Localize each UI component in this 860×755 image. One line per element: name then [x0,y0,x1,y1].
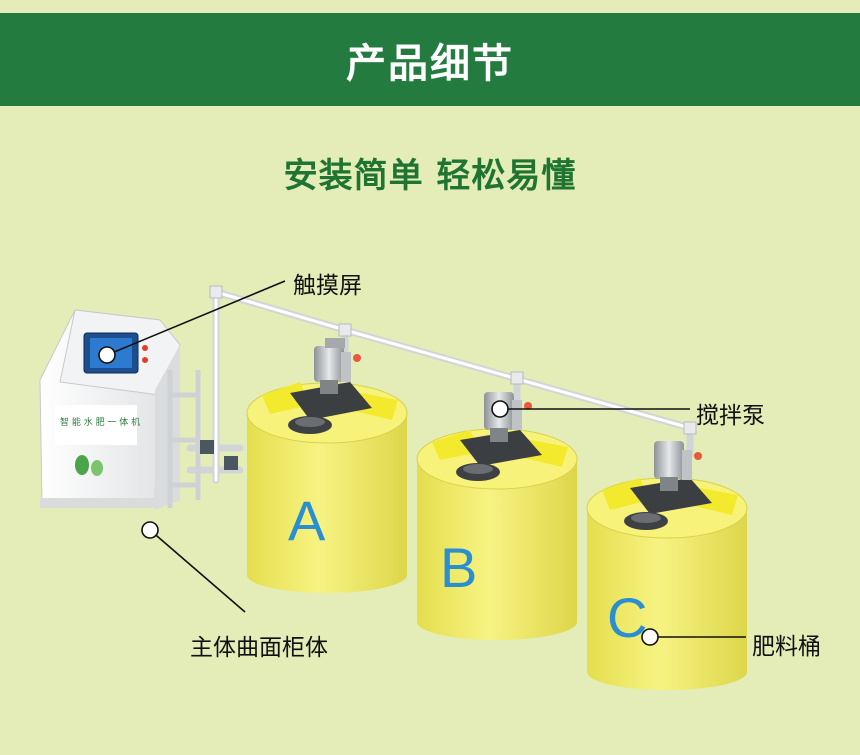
mixer-marker [491,400,509,418]
bucket-marker [641,628,659,646]
callout-mixer-pump: 搅拌泵 [696,403,765,429]
callout-lines [106,280,746,638]
pipe-joint [683,421,697,435]
tank-b [416,392,578,640]
tank-letter-a: A [288,489,326,552]
tank-letter-b: B [440,536,477,599]
valve [224,456,238,470]
pipe-joint [209,285,223,299]
pipe-joint [510,371,524,385]
page-title: 产品细节 [346,40,514,87]
tank-a [246,338,408,593]
callout-fertilizer-bucket: 肥料桶 [752,634,821,660]
valve [200,440,214,454]
callout-touchscreen: 触摸屏 [293,273,362,299]
tank-c [586,441,748,690]
touchscreen-marker [98,346,116,364]
callout-main-cabinet: 主体曲面柜体 [190,635,328,661]
subtitle: 安装简单 轻松易懂 [283,156,577,196]
cabinet-marker [141,521,159,539]
main-cabinet: 智 能 水 肥 一 体 机 [39,309,181,510]
tank-letter-c: C [607,586,647,649]
svg-text:智 能 水 肥 一 体 机: 智 能 水 肥 一 体 机 [60,416,140,428]
pipe-joint [338,323,352,337]
pipe-frame [167,370,201,508]
header-banner: 产品细节 [0,13,860,106]
